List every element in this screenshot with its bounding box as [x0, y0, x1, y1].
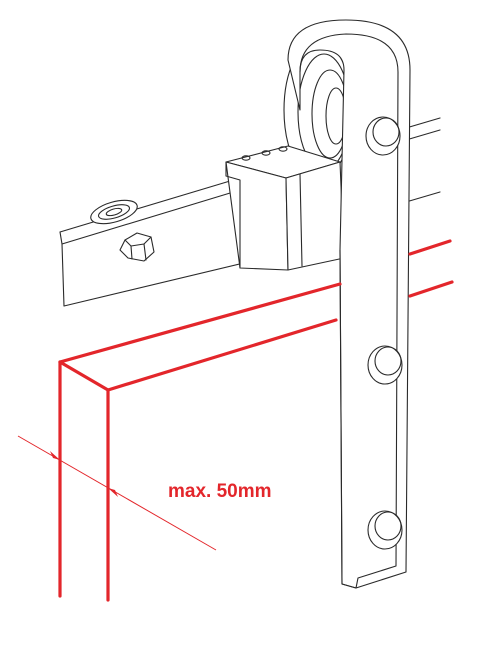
hanger-strap	[287, 19, 411, 589]
door-panel-outline	[58, 239, 454, 602]
spacer-block	[225, 145, 345, 271]
strap-bolts	[365, 116, 403, 550]
stopper-wheel	[90, 199, 138, 225]
thickness-dimension	[17, 435, 217, 551]
strap-bolt-top	[365, 116, 401, 156]
strap-bolt-bottom	[367, 510, 403, 550]
dimension-label: max. 50mm	[168, 481, 272, 502]
hex-bolt	[119, 232, 155, 262]
strap-bolt-middle	[367, 345, 403, 385]
